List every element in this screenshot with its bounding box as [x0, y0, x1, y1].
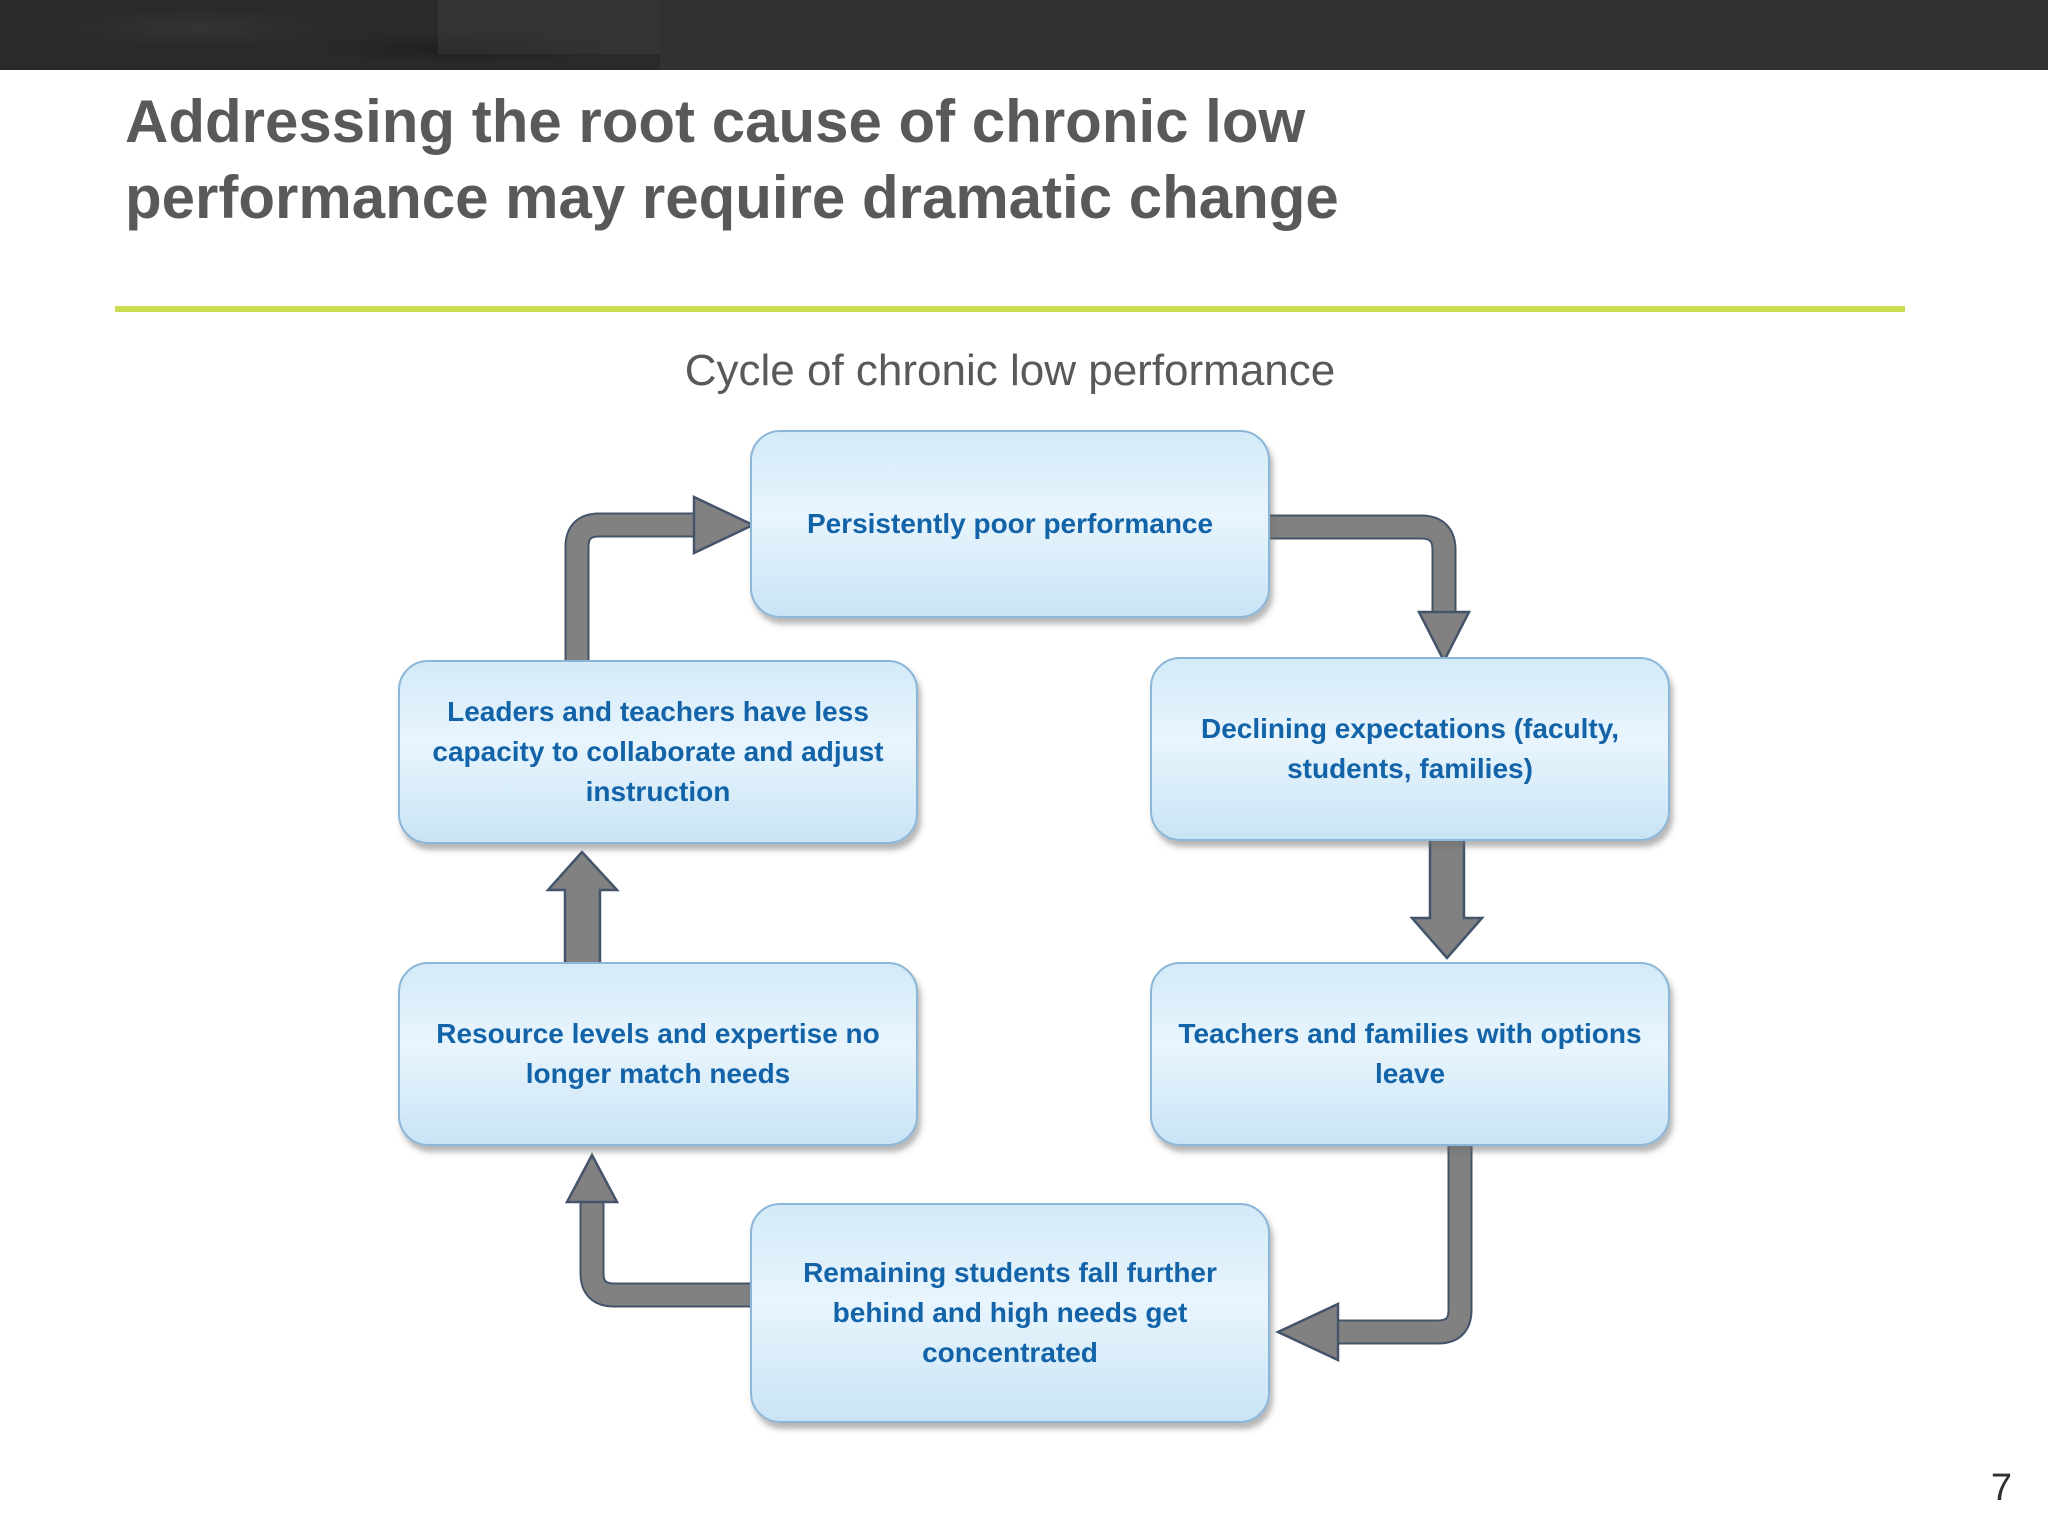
- node-persistently-poor-performance: Persistently poor performance: [750, 430, 1270, 618]
- node-resource-levels: Resource levels and expertise no longer …: [398, 962, 918, 1146]
- arrow-leaders-to-persistent: [564, 495, 756, 668]
- slide-title-line2: performance may require dramatic change: [125, 164, 1339, 232]
- node-label: Resource levels and expertise no longer …: [436, 1018, 880, 1089]
- node-label: Persistently poor performance: [806, 508, 1214, 540]
- node-label: Leaders and teachers have less capacity …: [432, 696, 884, 807]
- accent-divider: [115, 306, 1905, 312]
- node-leaders-teachers-capacity: Leaders and teachers have less capacity …: [398, 660, 918, 844]
- slide-title: Addressing the root cause of chronic low…: [125, 84, 1725, 236]
- node-label: Declining expectations (faculty, student…: [1200, 713, 1620, 784]
- node-declining-expectations: Declining expectations (faculty, student…: [1150, 657, 1670, 841]
- node-teachers-families-leave: Teachers and families with options leave: [1150, 962, 1670, 1146]
- node-label: Remaining students fall further behind a…: [803, 1257, 1217, 1368]
- arrow-teachers-to-remaining: [1275, 1140, 1473, 1362]
- top-bar: [0, 0, 2048, 70]
- slide-title-line1: Addressing the root cause of chronic low: [125, 88, 1306, 155]
- arrow-remaining-to-resource: [564, 1152, 756, 1308]
- page-number: 7: [1990, 1467, 2012, 1509]
- arrow-declining-to-teachers: [1409, 836, 1485, 960]
- arrow-persistent-to-declining: [1262, 514, 1472, 664]
- node-label: Teachers and families with options leave: [1178, 1018, 1642, 1089]
- arrow-resource-to-leaders: [545, 850, 620, 972]
- node-remaining-students: Remaining students fall further behind a…: [750, 1203, 1270, 1423]
- diagram-subtitle: Cycle of chronic low performance: [684, 346, 1336, 395]
- video-thumbnail-highlight: [438, 0, 660, 54]
